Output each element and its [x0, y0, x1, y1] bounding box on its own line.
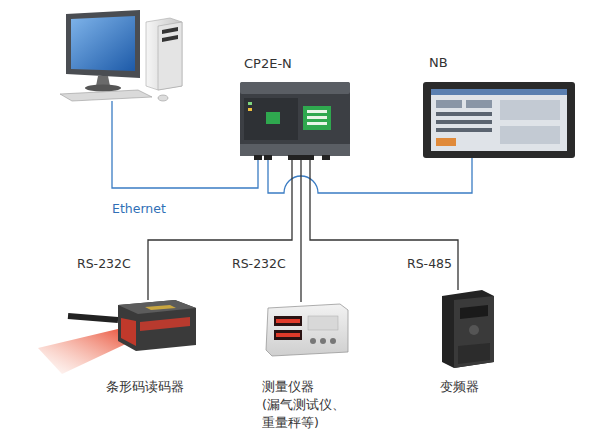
meter-digits: [276, 319, 300, 323]
device-node: NB: [423, 82, 575, 158]
inverter-knob: [469, 325, 479, 335]
plc-panel: [244, 98, 298, 140]
plc-port: [322, 155, 330, 160]
cable-line: [300, 160, 301, 302]
plc-module: [303, 106, 331, 130]
interface-label: RS-485: [407, 256, 452, 272]
module-line: [307, 116, 327, 119]
meter-illustration: [266, 304, 348, 356]
device-caption: 变频器: [440, 378, 479, 396]
plc-port: [288, 155, 314, 160]
device-node: CP2E-N: [240, 80, 350, 160]
mouse: [158, 95, 168, 101]
interface-label: RS-232C: [77, 256, 131, 272]
hmi-cell: [466, 100, 492, 108]
meter-button: [310, 338, 316, 344]
tower-front: [158, 22, 182, 90]
device-node: [60, 8, 185, 101]
hmi-illustration: [423, 82, 575, 158]
cable-line: [112, 101, 258, 188]
module-line: [307, 122, 327, 125]
device-node: 条形码读码器: [75, 300, 215, 355]
reader-top: [118, 300, 196, 314]
hmi-cell: [500, 126, 560, 144]
hmi-cell: [436, 112, 492, 116]
meter-button: [320, 338, 326, 344]
pc-tower: [146, 18, 182, 90]
meter-body: [266, 304, 348, 356]
hmi-button: [436, 138, 456, 146]
hmi-header: [431, 89, 567, 95]
device-caption: 测量仪器 (漏气测试仪、 重量秤等): [262, 378, 358, 432]
monitor-base: [85, 85, 121, 92]
hmi-cell: [436, 128, 492, 132]
cable-line: [268, 158, 472, 193]
reader-window: [140, 317, 190, 331]
reader-window: [121, 318, 136, 346]
inverter-front: [454, 296, 494, 368]
plc-module: [266, 112, 280, 124]
inverter-vent: [458, 343, 490, 364]
plc-body: [240, 82, 350, 156]
plc-port: [264, 155, 272, 160]
plc-illustration: [240, 82, 350, 160]
meter-digits: [276, 333, 300, 337]
inverter-display: [460, 305, 488, 319]
meter-display: [274, 330, 302, 340]
module-line: [307, 110, 327, 113]
device-caption: 条形码读码器: [75, 378, 215, 396]
monitor-screen: [71, 16, 135, 71]
hmi-cell: [500, 100, 560, 120]
hmi-cell: [436, 100, 462, 108]
reader-sticker: [145, 305, 176, 310]
inverter-body: [442, 290, 494, 368]
reader-body: [118, 300, 196, 351]
interface-label: RS-232C: [232, 256, 286, 272]
device-node: 测量仪器 (漏气测试仪、 重量秤等): [262, 302, 350, 358]
hmi-screen: [431, 89, 567, 151]
monitor-frame: [66, 10, 140, 78]
device-node: 变频器: [438, 290, 498, 370]
meter-button: [330, 338, 336, 344]
tower-drive: [162, 27, 178, 34]
reader-cable: [68, 316, 118, 320]
plc-led: [248, 102, 252, 105]
meter-panel: [308, 316, 338, 330]
meter-display: [274, 316, 302, 326]
cable-line: [148, 160, 292, 300]
cable-line: [310, 160, 458, 290]
plc-terminal-bottom: [240, 144, 350, 156]
tower-drive: [162, 35, 178, 42]
hmi-cell: [436, 120, 492, 124]
interface-label: Ethernet: [112, 201, 166, 217]
device-name: NB: [429, 54, 448, 72]
hmi-frame: [423, 82, 575, 158]
laser-beam: [38, 328, 130, 374]
barcode-reader-illustration: [38, 300, 196, 374]
keyboard: [60, 90, 152, 101]
inverter-illustration: [442, 290, 494, 368]
plc-terminal-top: [240, 82, 350, 94]
pc-illustration: [60, 10, 182, 101]
plc-led: [248, 108, 252, 111]
plc-port: [254, 155, 262, 160]
device-name: CP2E-N: [244, 55, 292, 73]
